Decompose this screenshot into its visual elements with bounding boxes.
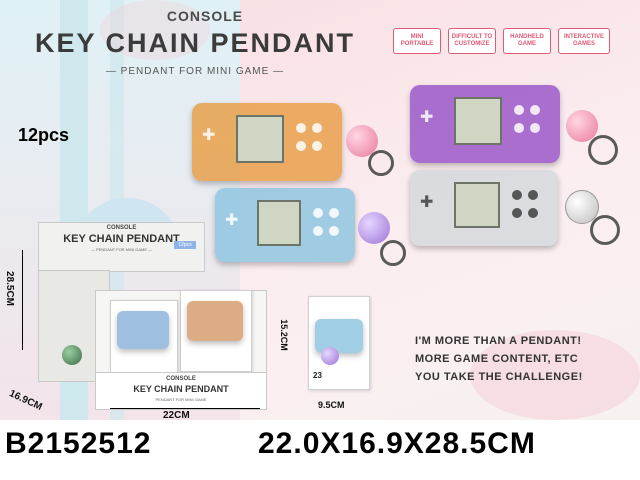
quantity-label: 12pcs: [18, 125, 70, 145]
header-big-title: KEY CHAIN PENDANT: [34, 28, 356, 58]
console-bronze: [187, 301, 243, 341]
button-icon: [296, 141, 306, 151]
pink-ball-charm: [566, 110, 598, 142]
console-clear: ✚: [410, 170, 558, 246]
box-subtitle: — PENDANT FOR MINI GAME —: [90, 247, 153, 252]
button-icon: [514, 105, 524, 115]
button-icon: [514, 123, 524, 133]
button-icon: [313, 226, 323, 236]
slogan-line: YOU TAKE THE CHALLENGE!: [415, 371, 583, 383]
display-box-front: CONSOLE KEY CHAIN PENDANT PENDANT FOR MI…: [95, 372, 267, 410]
single-blister-card: 23: [308, 296, 370, 390]
box-front-small-title: CONSOLE: [166, 376, 196, 382]
white-ball-charm: [565, 190, 599, 224]
console-purple: ✚: [410, 85, 560, 163]
slogan-block: I'M MORE THAN A PENDANT! MORE GAME CONTE…: [415, 332, 640, 386]
console-orange: ✚: [192, 103, 342, 181]
console-blue-small: [117, 311, 169, 349]
box-small-title: CONSOLE: [106, 225, 137, 231]
header-subtitle: — PENDANT FOR MINI GAME —: [105, 66, 285, 77]
button-icon: [512, 208, 522, 218]
dpad-icon: ✚: [202, 127, 216, 144]
console-screen: [454, 97, 502, 145]
slogan-line: MORE GAME CONTENT, ETC: [415, 353, 579, 365]
product-code: B2152512: [5, 427, 152, 460]
blister-card: [110, 300, 178, 378]
button-icon: [312, 123, 322, 133]
button-icon: [528, 208, 538, 218]
blister-card: [180, 290, 252, 372]
key-ring-icon: [590, 215, 620, 245]
product-size: 22.0X16.9X28.5CM: [258, 427, 536, 460]
dimension-line-horizontal: [110, 408, 260, 409]
console-screen: [257, 200, 301, 246]
console-screen: [454, 182, 500, 228]
dimension-width: 22CM: [163, 410, 190, 421]
button-icon: [530, 123, 540, 133]
tag-difficult-to-customize: DIFFICULT TO CUSTOMIZE: [448, 28, 496, 54]
button-icon: [296, 123, 306, 133]
console-screen: [236, 115, 284, 163]
console-blue: ✚: [215, 188, 355, 262]
header-small-title: CONSOLE: [166, 8, 244, 24]
card-number: 23: [313, 371, 322, 380]
dpad-icon: ✚: [420, 109, 434, 126]
box-front-subtitle: PENDANT FOR MINI GAME: [155, 397, 207, 402]
dimension-line-vertical: [22, 250, 23, 350]
console-blue-card: [315, 319, 363, 353]
tag-interactive-games: INTERACTIVE GAMES: [558, 28, 610, 54]
button-icon: [512, 190, 522, 200]
key-ring-icon: [588, 135, 618, 165]
slogan-line: I'M MORE THAN A PENDANT!: [415, 335, 582, 347]
button-icon: [329, 226, 339, 236]
dimension-card-height: 15.2CM: [278, 319, 289, 351]
box-big-title: KEY CHAIN PENDANT: [63, 233, 180, 245]
purple-ball-charm: [321, 347, 339, 365]
key-ring-icon: [380, 240, 406, 266]
button-icon: [313, 208, 323, 218]
button-icon: [528, 190, 538, 200]
box-front-big-title: KEY CHAIN PENDANT: [133, 384, 229, 394]
background-circle: [100, 0, 210, 60]
display-box-header: CONSOLE KEY CHAIN PENDANT — PENDANT FOR …: [38, 222, 205, 272]
button-icon: [312, 141, 322, 151]
tag-handheld-game: HANDHELD GAME: [503, 28, 551, 54]
dimension-card-width: 9.5CM: [318, 400, 345, 410]
background-circle: [470, 330, 640, 420]
key-ring-icon: [368, 150, 394, 176]
tag-mini-portable: MINI PORTABLE: [393, 28, 441, 54]
dpad-icon: ✚: [420, 194, 434, 211]
dpad-icon: ✚: [225, 212, 239, 229]
green-ball-charm: [62, 345, 82, 365]
button-icon: [530, 105, 540, 115]
purple-ball-charm: [358, 212, 390, 244]
button-icon: [329, 208, 339, 218]
dimension-height: 28.5CM: [4, 270, 16, 307]
box-badge: 12pcs: [174, 241, 196, 249]
footer-bar: [0, 420, 640, 480]
